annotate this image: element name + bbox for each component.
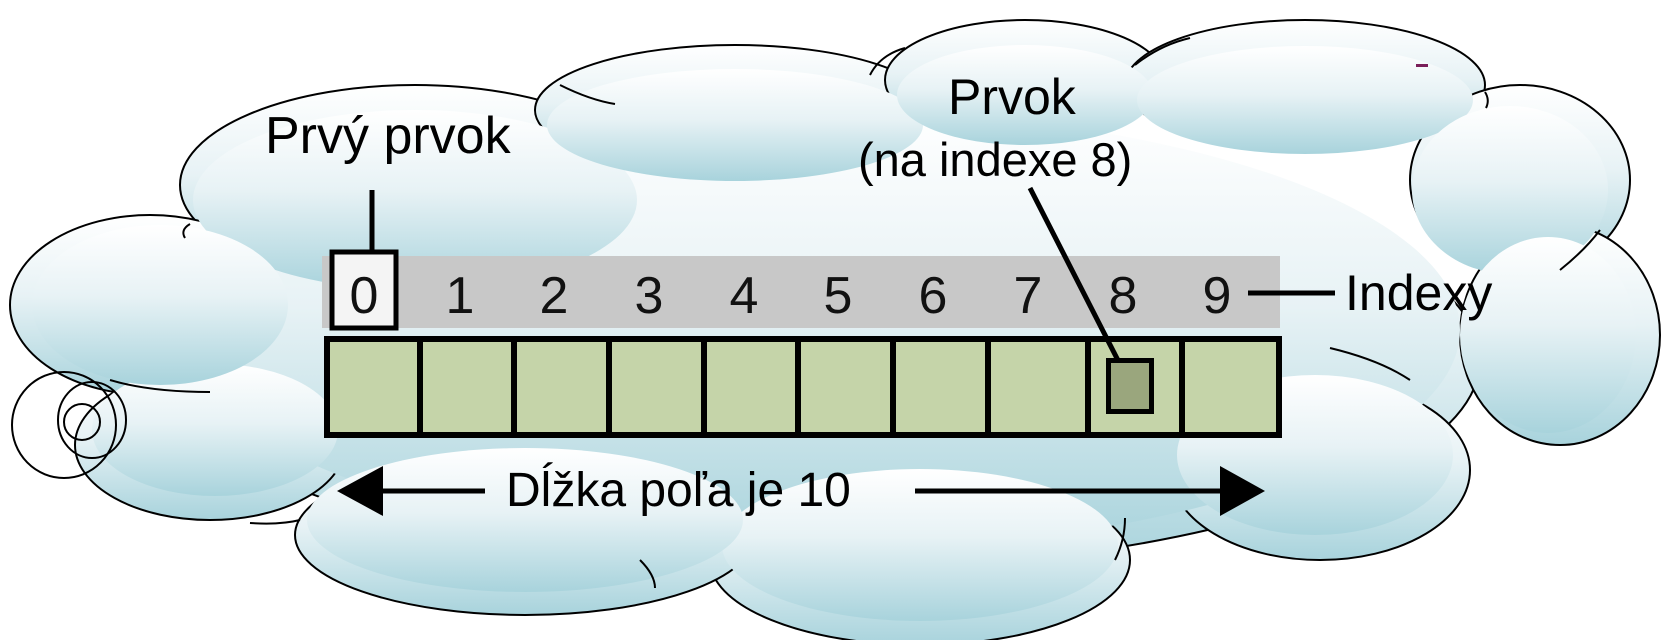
index-label: 4: [729, 267, 759, 325]
index-label: 6: [918, 267, 948, 325]
index-label: 0: [349, 267, 379, 325]
element-marker-index-8: [1106, 358, 1154, 414]
index-label: 5: [823, 267, 853, 325]
index-label: 9: [1202, 267, 1232, 325]
index-label: 7: [1013, 267, 1043, 325]
element-label: Prvok: [948, 69, 1076, 125]
index-label: 3: [634, 267, 664, 325]
first-element-label: Prvý prvok: [265, 107, 511, 165]
element-index-label: (na indexe 8): [858, 133, 1133, 186]
indexes-label: Indexy: [1345, 265, 1493, 321]
index-label: 1: [445, 267, 475, 325]
index-label: 2: [539, 267, 569, 325]
index-label: 8: [1108, 267, 1138, 325]
stray-mark: [1416, 64, 1428, 67]
array-length-label: Dĺžka poľa je 10: [506, 464, 851, 517]
